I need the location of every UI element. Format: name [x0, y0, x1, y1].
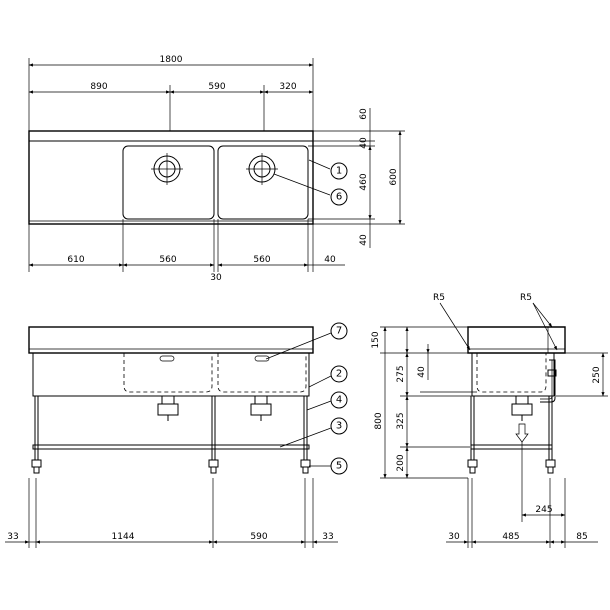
- side-dim-front-offset: 30: [448, 532, 460, 542]
- front-dim-chain: 33 1144 590 33: [5, 478, 338, 548]
- front-dim-left-overhang: 33: [7, 532, 18, 542]
- front-body: [32, 352, 310, 397]
- dim-left-section-label: 890: [90, 82, 107, 92]
- side-dim-overall-height: 800: [374, 412, 384, 429]
- front-undershelf-rail: [32, 444, 310, 450]
- side-dim-bottom-chain: 30 485 85: [446, 478, 598, 548]
- dim-right-section-label: 320: [279, 82, 296, 92]
- callout-4: 4: [306, 391, 348, 411]
- svg-text:5: 5: [336, 461, 342, 472]
- dim-bowl-left-label: 560: [159, 255, 176, 265]
- side-dim-mid-height: 325: [396, 412, 406, 429]
- side-dim-drain-position: 245: [521, 442, 566, 548]
- front-bowl-right-hidden: [217, 353, 307, 393]
- dim-front-lip-label: 40: [359, 137, 369, 149]
- plan-bowl-right: [217, 145, 309, 220]
- callout-6: 6: [273, 173, 348, 206]
- front-view: 33 1144 590 33 7 2 4 3 5: [5, 322, 348, 548]
- front-bowl-left-hidden: [123, 353, 213, 393]
- dim-bowl-right-label: 560: [253, 255, 270, 265]
- front-drain-left: [157, 395, 179, 421]
- dim-right-edge-label: 40: [324, 255, 336, 265]
- plan-countertop-outline: [28, 130, 314, 225]
- side-dim-drain-offset: 40: [417, 366, 427, 378]
- radius-callout-left: R5: [433, 293, 471, 351]
- side-view: R5 R5 150 275 40 325 200: [371, 293, 608, 548]
- side-dim-left-chain: 150 275 40 325 200 800: [371, 326, 477, 479]
- svg-text:R5: R5: [433, 293, 445, 303]
- plan-view: 1800 890 590 320 610 560: [28, 55, 405, 283]
- side-drain-arrow: [515, 423, 529, 443]
- dim-back-lip-label: 40: [359, 234, 369, 246]
- dim-partition-label: 30: [210, 273, 222, 283]
- svg-text:7: 7: [336, 326, 342, 337]
- side-dim-top-thickness: 150: [371, 331, 381, 348]
- dim-overall-width-label: 1800: [160, 55, 183, 65]
- callout-5: 5: [309, 457, 348, 475]
- dim-right-chain: 60 40 460 40 600: [308, 108, 405, 248]
- side-dim-back-offset: 85: [576, 532, 587, 542]
- svg-text:R5: R5: [520, 293, 532, 303]
- front-drain-right: [250, 395, 272, 421]
- plan-bowl-left: [122, 145, 215, 220]
- svg-text:6: 6: [336, 192, 342, 203]
- dim-mid-section-label: 590: [208, 82, 225, 92]
- dim-drainboard-label: 610: [67, 255, 84, 265]
- dim-overall-width: 1800: [28, 55, 314, 131]
- side-dim-overflow: 250: [556, 352, 608, 397]
- svg-text:1: 1: [336, 166, 342, 177]
- callout-7: 7: [265, 322, 348, 360]
- svg-text:2: 2: [336, 369, 342, 380]
- side-dim-leg-depth: 485: [502, 532, 519, 542]
- dim-top-chain: 890 590 320: [28, 82, 314, 131]
- front-dim-right-overhang: 33: [322, 532, 333, 542]
- dim-bottom-chain: 610 560 560 40 30: [28, 219, 345, 283]
- side-bowl-hidden: [476, 353, 547, 393]
- callout-3: 3: [279, 417, 348, 448]
- dim-backsplash-label: 60: [359, 108, 369, 120]
- callout-2: 2: [308, 365, 348, 388]
- side-overflow-pipe: [540, 359, 556, 403]
- plan-drain-left: [151, 153, 183, 185]
- dim-overall-depth-label: 600: [389, 168, 399, 185]
- side-dim-bottom-height: 200: [396, 454, 406, 471]
- side-dim-bowl-depth: 275: [396, 365, 406, 382]
- side-dim-overflow-height: 250: [592, 366, 602, 383]
- dim-bowl-depth-label: 460: [359, 173, 369, 190]
- radius-callout-right: R5: [520, 293, 558, 351]
- front-dim-right-leg-span: 590: [250, 532, 267, 542]
- callout-1: 1: [308, 159, 348, 180]
- front-dim-left-leg-span: 1144: [112, 532, 135, 542]
- side-dim-drain-position-label: 245: [535, 505, 552, 515]
- plan-drain-right: [246, 153, 278, 185]
- svg-text:4: 4: [336, 395, 342, 406]
- svg-text:3: 3: [336, 421, 342, 432]
